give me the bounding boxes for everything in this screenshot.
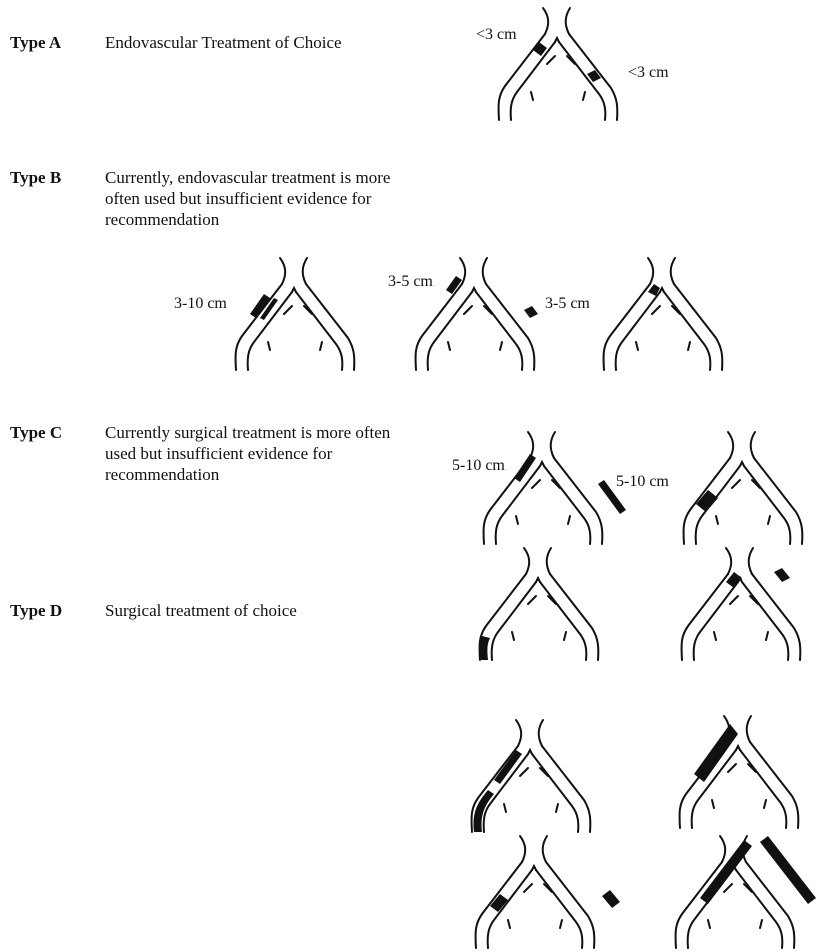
diagram-type-b-1 (236, 258, 355, 370)
length-label: 5-10 cm (616, 473, 669, 491)
diagram-type-c-2 (684, 432, 803, 544)
length-label: <3 cm (628, 64, 669, 82)
diagram-type-a (499, 8, 618, 120)
diagram-type-d-5 (476, 836, 620, 948)
diagram-type-c-1 (484, 432, 626, 544)
length-label: <3 cm (476, 26, 517, 44)
diagram-type-d-3 (472, 720, 591, 832)
diagram-type-d-6 (676, 836, 816, 948)
diagram-type-b-2 (416, 258, 538, 370)
length-label: 5-10 cm (452, 457, 505, 475)
diagram-type-d-2 (682, 548, 801, 660)
diagram-type-b-3 (604, 258, 723, 370)
length-label: 3-5 cm (545, 295, 590, 313)
length-label: 3-5 cm (388, 273, 433, 291)
length-label: 3-10 cm (174, 295, 227, 313)
diagram-type-d-1 (479, 548, 598, 660)
diagram-type-d-4 (680, 716, 799, 828)
